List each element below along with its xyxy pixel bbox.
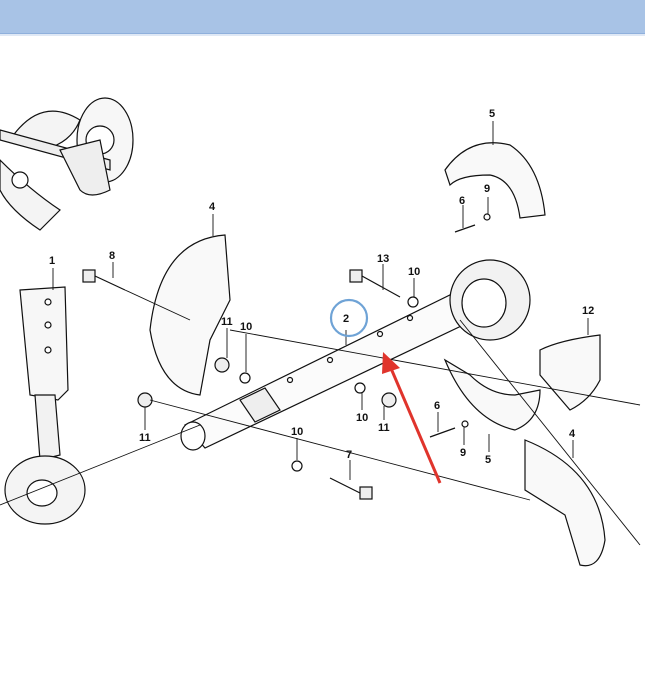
callout-11-a: 11 — [221, 316, 233, 328]
diagram-svg: 1 2 4 4 5 5 6 6 7 8 9 9 10 10 10 10 11 1… — [0, 97, 641, 567]
exploded-parts-diagram: 1 2 4 4 5 5 6 6 7 8 9 9 10 10 10 10 11 1… — [0, 36, 645, 668]
part-1-link-arm — [4, 286, 86, 525]
callout-10-d: 10 — [291, 426, 303, 438]
callout-11-c: 11 — [378, 422, 390, 434]
preview-assembly-topleft — [0, 97, 134, 231]
callout-10-b: 10 — [408, 266, 420, 278]
callout-10-c: 10 — [356, 412, 368, 424]
part-6-screws — [429, 224, 476, 438]
part-4-guard-lower — [524, 439, 606, 567]
assembly-lines — [0, 289, 641, 546]
window-titlebar — [0, 0, 645, 34]
callout-2: 2 — [343, 313, 349, 325]
part-shaft-flange — [449, 259, 531, 341]
red-arrow-shaft — [388, 365, 442, 484]
highlight-circle — [329, 298, 369, 338]
callout-13: 13 — [377, 253, 389, 265]
callout-5-lower: 5 — [485, 454, 491, 466]
part-8-bolt — [82, 269, 126, 291]
callout-11-b: 11 — [139, 432, 151, 444]
part-9-washers — [461, 213, 491, 428]
callout-10-a: 10 — [240, 321, 252, 333]
callout-7: 7 — [346, 449, 352, 461]
callout-6-upper: 6 — [459, 195, 465, 207]
part-7-bolt — [329, 477, 373, 500]
callout-4-upper: 4 — [209, 201, 216, 213]
callout-leaders — [52, 121, 589, 480]
callout-labels: 1 2 4 4 5 5 6 6 7 8 9 9 10 10 10 10 11 1… — [49, 108, 594, 466]
part-5-cover-lower — [443, 358, 541, 431]
callout-12: 12 — [582, 305, 594, 317]
callout-4-lower: 4 — [569, 428, 576, 440]
part-12-arm — [539, 334, 601, 411]
callout-9-upper: 9 — [484, 183, 490, 195]
callout-1: 1 — [49, 255, 55, 267]
callout-9-lower: 9 — [460, 447, 466, 459]
part-11-nuts — [137, 357, 397, 408]
part-4-guard-upper — [149, 234, 231, 396]
callout-6-lower: 6 — [434, 400, 440, 412]
part-13-bolt — [349, 269, 401, 298]
titlebar-divider — [0, 34, 645, 36]
callout-5-upper: 5 — [489, 108, 495, 120]
part-10-washers — [239, 296, 419, 472]
callout-8: 8 — [109, 250, 115, 262]
red-arrow-head — [382, 352, 400, 374]
part-5-cover-upper — [444, 142, 546, 219]
